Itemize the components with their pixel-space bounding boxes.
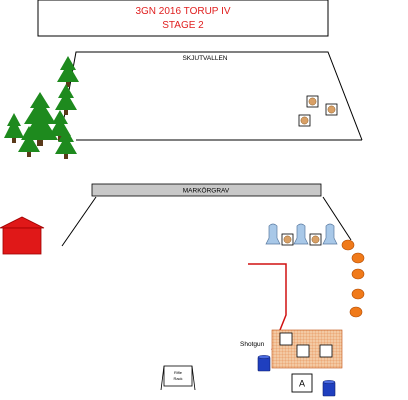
table-box xyxy=(279,332,293,346)
markorgrav-bar xyxy=(91,183,322,197)
berm-left-line xyxy=(61,196,97,247)
paper-target xyxy=(306,95,319,108)
barrel-icon xyxy=(322,380,336,397)
table-box xyxy=(296,344,310,358)
pine-tree-icon xyxy=(55,84,77,115)
markorgrav-label: MARKÖRGRAV xyxy=(183,187,230,195)
title-line2: STAGE 2 xyxy=(162,20,204,31)
shotgun-label: Shotgun xyxy=(240,341,265,348)
paper-target xyxy=(298,114,311,127)
orange-target xyxy=(351,288,365,300)
paper-target xyxy=(309,233,322,246)
trees-group xyxy=(4,56,79,159)
steel-target xyxy=(265,223,281,245)
title-line1: 3GN 2016 TORUP IV xyxy=(135,6,230,17)
orange-target xyxy=(351,252,365,264)
near-targets-row xyxy=(265,223,338,246)
rifle-rack: Rifle Rack xyxy=(160,365,196,391)
orange-target xyxy=(341,239,355,251)
orange-target xyxy=(349,306,363,318)
house-icon xyxy=(0,216,45,255)
pine-tree-icon xyxy=(18,126,40,157)
position-box-label: A xyxy=(299,379,305,389)
berm-label: SKJUTVALLEN xyxy=(182,55,227,62)
steel-target xyxy=(322,223,338,245)
steel-target xyxy=(293,223,309,245)
pine-tree-icon xyxy=(55,128,77,159)
table-box xyxy=(319,344,333,358)
rifle-rack-label-line2: Rack xyxy=(173,376,182,381)
paper-target xyxy=(325,103,338,116)
berm-right-line xyxy=(322,196,352,241)
orange-targets xyxy=(341,239,365,318)
pine-tree-icon xyxy=(57,56,79,87)
paper-target xyxy=(281,233,294,246)
far-targets xyxy=(298,95,338,127)
title-box xyxy=(37,0,329,37)
rifle-rack-label-line1: Rifle xyxy=(174,370,183,375)
pine-tree-icon xyxy=(22,92,58,146)
position-box-a xyxy=(291,373,313,393)
pine-tree-icon xyxy=(4,113,24,143)
barrel-icon xyxy=(257,355,271,372)
orange-target xyxy=(351,268,365,280)
